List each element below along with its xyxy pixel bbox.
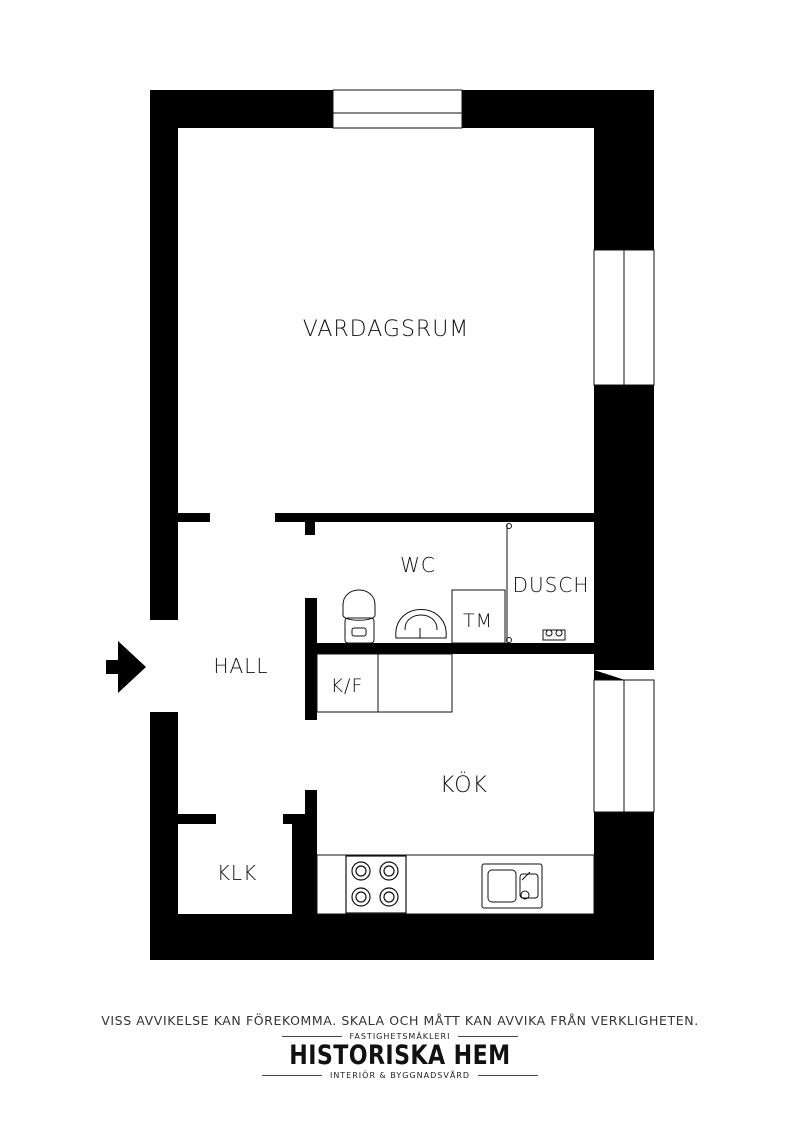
brand-top-row: FASTIGHETSMÄKLERI — [0, 1032, 800, 1041]
shower-icon — [542, 629, 566, 641]
toilet-icon — [342, 589, 376, 644]
divider — [458, 1036, 519, 1037]
divider — [281, 1036, 342, 1037]
disclaimer-text: VISS AVVIKELSE KAN FÖREKOMMA. SKALA OCH … — [101, 1013, 699, 1028]
room-label-wc: WC — [400, 553, 436, 577]
brand-tagline-bottom: INTERIÖR & BYGGNADSVÅRD — [329, 1071, 471, 1080]
kitchen-sink-icon — [481, 863, 543, 909]
entrance-arrow-icon — [106, 641, 146, 693]
brand-logo: FASTIGHETSMÄKLERI HISTORISKA HEM INTERIÖ… — [0, 1032, 800, 1080]
brand-tagline-top: FASTIGHETSMÄKLERI — [349, 1032, 451, 1041]
room-label-tm: TM — [463, 610, 493, 632]
brand-name: HISTORISKA HEM — [289, 1040, 511, 1071]
room-label-kf: K/F — [331, 675, 364, 697]
stove-icon — [345, 855, 407, 914]
divider — [261, 1075, 322, 1076]
sink-icon — [395, 609, 447, 639]
room-label-hall: HALL — [213, 654, 268, 678]
outer-walls — [150, 90, 654, 960]
divider — [478, 1075, 539, 1076]
interior-walls — [178, 513, 594, 914]
room-label-vardagsrum: VARDAGSRUM — [303, 317, 470, 342]
fixtures-lines — [316, 523, 595, 915]
room-label-klk: KLK — [217, 861, 257, 885]
windows — [332, 89, 655, 813]
room-label-dusch: DUSCH — [513, 573, 590, 597]
floor-plan: VARDAGSRUM WC DUSCH TM HALL K/F KÖK KLK — [106, 89, 655, 960]
room-label-kok: KÖK — [440, 771, 488, 798]
brand-bottom-row: INTERIÖR & BYGGNADSVÅRD — [0, 1071, 800, 1080]
